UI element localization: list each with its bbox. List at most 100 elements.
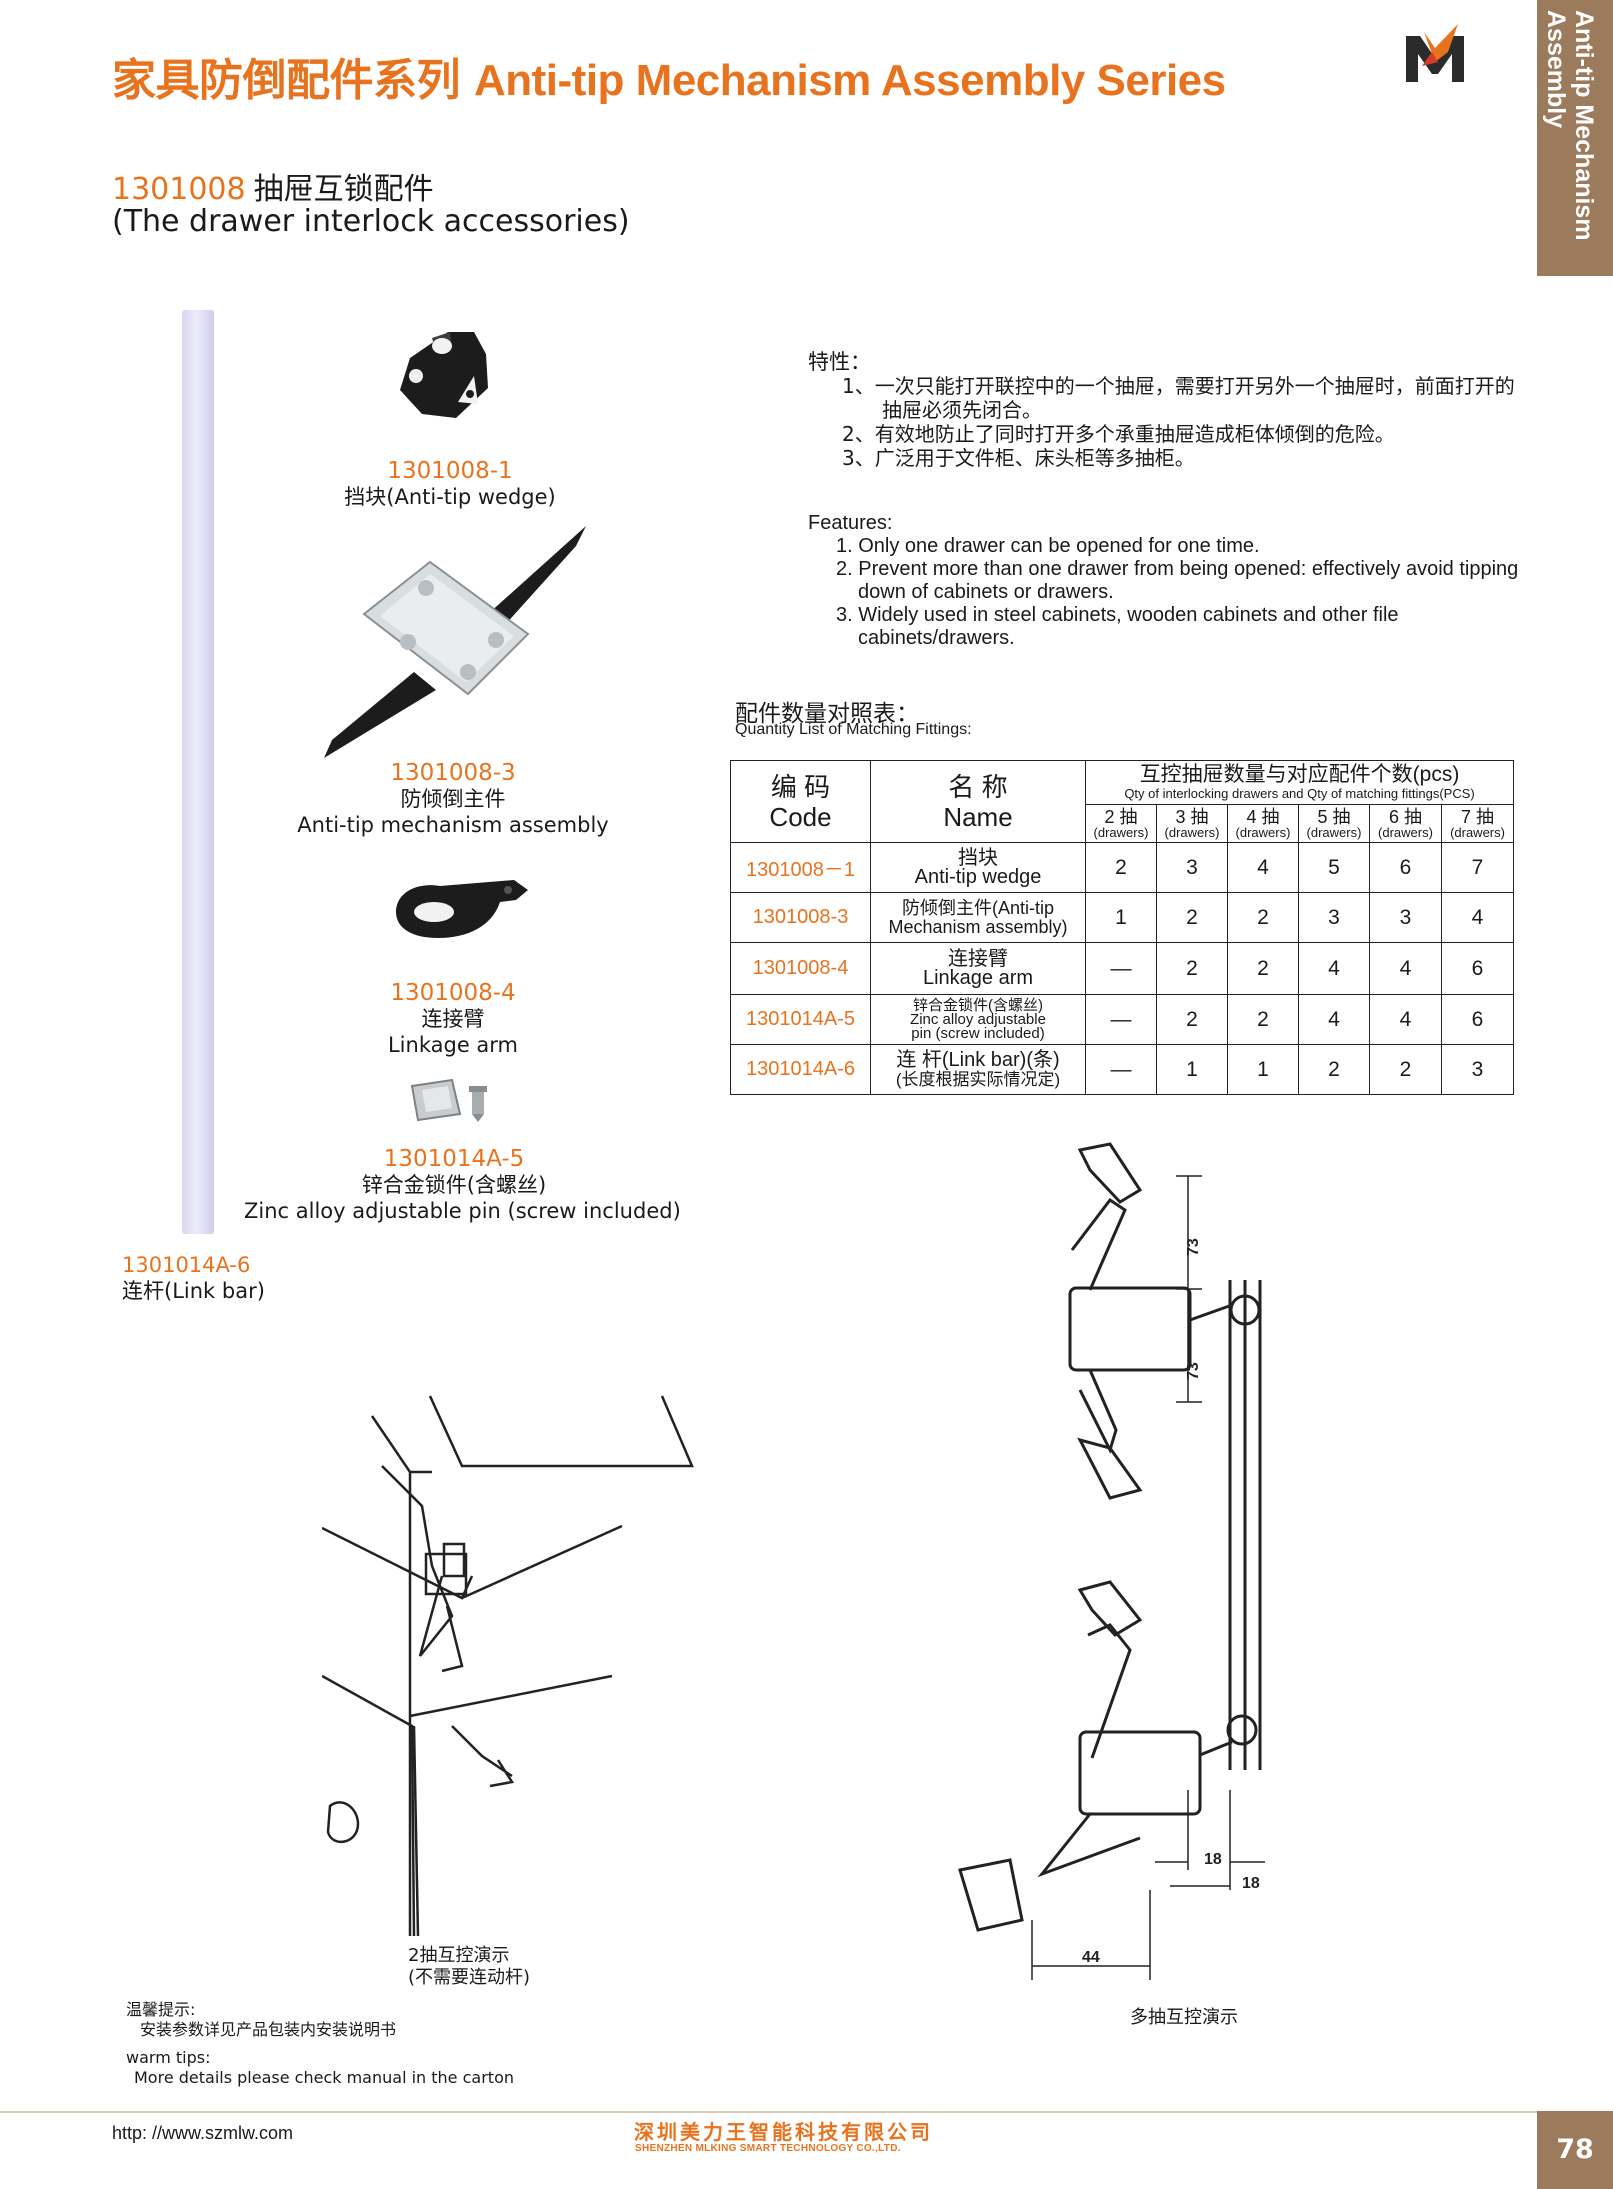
- row-value: 6: [1440, 942, 1515, 995]
- row-value: 1: [1085, 892, 1157, 943]
- features-en-heading: Features:: [808, 512, 893, 534]
- row-name-line: Mechanism assembly): [888, 916, 1068, 937]
- feature-cn-item: 2、有效地防止了同时打开多个承重抽屉造成柜体倾倒的危险。: [842, 422, 1395, 446]
- footer-divider: [0, 2111, 1537, 2113]
- feature-en-item: 2. Prevent more than one drawer from bei…: [836, 558, 1519, 603]
- row-value: 2: [1227, 994, 1299, 1045]
- header-group: 互控抽屉数量与对应配件个数(pcs)Qty of interlocking dr…: [1084, 760, 1515, 805]
- row-value: 4: [1369, 994, 1442, 1045]
- row-value: —: [1085, 994, 1157, 1045]
- drawer-count: 7 抽: [1461, 806, 1495, 827]
- row-code: 1301008-4: [730, 942, 871, 995]
- table-row: 1301014A-6 连 杆(Link bar)(条)(长度根据实际情况定) —…: [730, 1044, 1515, 1095]
- row-code: 1301014A-5: [730, 994, 871, 1045]
- row-value: 2: [1156, 942, 1228, 995]
- row-value: 7: [1440, 842, 1515, 893]
- part-code: 1301008-3: [390, 760, 516, 786]
- drawer-count: 2 抽: [1104, 806, 1138, 827]
- row-value: 2: [1369, 1044, 1442, 1095]
- footer-company-en: SHENZHEN MLKING SMART TECHNOLOGY CO.,LTD…: [635, 2143, 901, 2154]
- page-number: 78: [1537, 2111, 1613, 2189]
- drawer-label: (drawers): [1450, 824, 1505, 840]
- anti-tip-mechanism-image: [318, 522, 590, 772]
- features-en: Features: 1. Only one drawer can be open…: [808, 512, 1528, 650]
- row-value: 2: [1156, 892, 1228, 943]
- tips-en-text: More details please check manual in the …: [134, 2068, 514, 2087]
- row-name-line: (长度根据实际情况定): [895, 1069, 1061, 1089]
- row-value: 4: [1369, 942, 1442, 995]
- anti-tip-wedge-image: [392, 318, 504, 434]
- row-value: 2: [1227, 892, 1299, 943]
- part-name: 连杆(Link bar): [122, 1279, 265, 1303]
- row-name-line: 挡块: [958, 846, 998, 869]
- footer-company-cn: 深圳美力王智能科技有限公司: [634, 2120, 933, 2144]
- row-code: 1301014A-6: [730, 1044, 871, 1095]
- quantity-table-title-en: Quantity List of Matching Fittings:: [735, 721, 972, 738]
- row-name-line: 锌合金锁件(含螺丝): [913, 996, 1043, 1014]
- part-code: 1301008-1: [387, 458, 513, 484]
- row-value: 5: [1298, 842, 1370, 893]
- tips-cn-text: 安装参数详见产品包装内安装说明书: [140, 2020, 397, 2039]
- drawer-label: (drawers): [1306, 824, 1362, 840]
- table-row: 1301014A-5 锌合金锁件(含螺丝)Zinc alloy adjustab…: [730, 994, 1515, 1045]
- part-code: 1301008-4: [390, 980, 516, 1006]
- row-name-line: 防倾倒主件(Anti-tip: [901, 897, 1054, 918]
- header-drawers: 2 抽(drawers): [1085, 804, 1157, 843]
- drawer-count: 6 抽: [1388, 806, 1422, 827]
- part-name-cn: 连接臂: [421, 1007, 485, 1031]
- header-code-cn: 编 码: [770, 771, 831, 802]
- footer-url[interactable]: http: //www.szmlw.com: [112, 2123, 294, 2143]
- section-title-cn: 抽屉互锁配件: [253, 172, 434, 207]
- multi-drawer-diagram: 73 73 18 18 44: [940, 1130, 1310, 1994]
- part-linkage-caption: 1301008-4 连接臂 Linkage arm: [303, 980, 603, 1058]
- feature-cn-item: 1、一次只能打开联控中的一个抽屉，需要打开另外一个抽屉时，前面打开的抽屉必须先闭…: [842, 374, 1515, 422]
- tips-cn-heading: 温馨提示:: [126, 2000, 196, 2019]
- tips-en-heading: warm tips:: [126, 2048, 211, 2067]
- part-name-en: Linkage arm: [387, 1033, 519, 1057]
- drawer-count: 5 抽: [1317, 806, 1351, 827]
- part-zinc-pin-caption: 1301014A-5 锌合金锁件(含螺丝) Zinc alloy adjusta…: [244, 1146, 681, 1224]
- row-code: 1301008－1: [730, 842, 871, 893]
- feature-en-item: 3. Widely used in steel cabinets, wooden…: [836, 604, 1399, 649]
- drawer-label: (drawers): [1164, 824, 1220, 840]
- header-title-cn: 家具防倒配件系列: [112, 55, 461, 106]
- features-cn: 特性： 1、一次只能打开联控中的一个抽屉，需要打开另外一个抽屉时，前面打开的抽屉…: [808, 350, 1528, 470]
- header-code-en: Code: [769, 801, 832, 832]
- side-tab: Anti-tip Mechanism Assembly: [1537, 0, 1613, 276]
- diagram-caption: 多抽互控演示: [1130, 2007, 1238, 2028]
- row-value: 6: [1440, 994, 1515, 1045]
- feature-cn-item: 3、广泛用于文件柜、床头柜等多抽柜。: [842, 446, 1195, 470]
- dim-44: 44: [1082, 1949, 1100, 1966]
- dim-18-b: 18: [1242, 1875, 1260, 1892]
- row-name-line: 连接臂: [948, 947, 1008, 970]
- side-tab-label: Anti-tip Mechanism Assembly: [1542, 10, 1598, 241]
- install-illustration: [321, 1376, 722, 1950]
- install-caption-1: 2抽互控演示: [408, 1945, 510, 1966]
- row-value: 3: [1369, 892, 1442, 943]
- row-value: 1: [1156, 1044, 1228, 1095]
- header-drawers: 5 抽(drawers): [1298, 804, 1370, 843]
- section-title-en: (The drawer interlock accessories): [112, 204, 630, 239]
- part-name-en: Anti-tip mechanism assembly: [297, 813, 609, 837]
- row-value: 6: [1369, 842, 1442, 893]
- part-wedge-caption: 1301008-1 挡块(Anti-tip wedge): [300, 458, 600, 510]
- row-value: 2: [1156, 994, 1228, 1045]
- table-subheader-row: 2 抽(drawers) 3 抽(drawers) 4 抽(drawers) 5…: [731, 804, 1515, 843]
- row-value: 3: [1298, 892, 1370, 943]
- row-name: 连 杆(Link bar)(条)(长度根据实际情况定): [870, 1044, 1086, 1095]
- header-drawers: 3 抽(drawers): [1156, 804, 1228, 843]
- linkage-arm-image: [388, 872, 534, 948]
- row-value: 2: [1085, 842, 1157, 893]
- part-code: 1301014A-6: [122, 1253, 251, 1277]
- row-value: 1: [1227, 1044, 1299, 1095]
